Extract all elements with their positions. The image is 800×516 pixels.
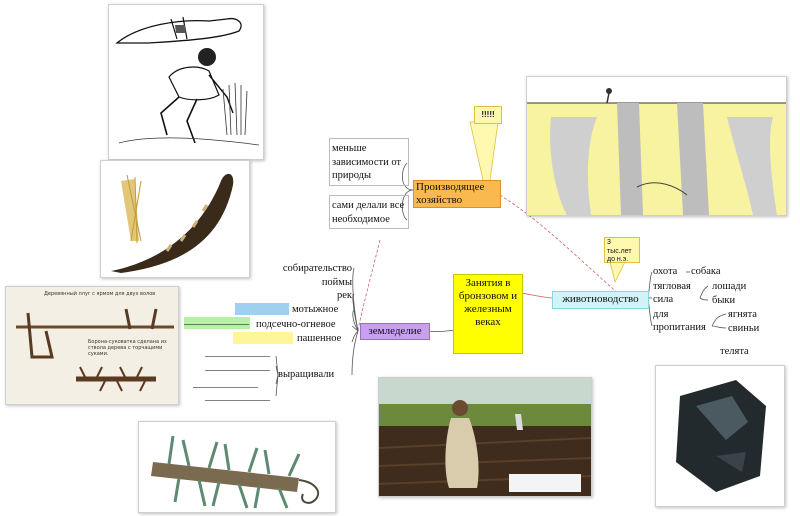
farming-grew: выращивали <box>278 369 335 380</box>
animal-dog: собака <box>691 266 721 277</box>
highlight-yellow <box>233 332 293 344</box>
farming-hoe: мотыжное <box>292 304 339 315</box>
highlight-green <box>184 317 250 329</box>
blank-line-2: _____________ <box>205 361 270 372</box>
animal-pigs: свиньи <box>728 323 760 334</box>
branch-productive-economy[interactable]: Производящее хозяйство <box>413 180 501 208</box>
animal-bulls: быки <box>712 295 736 306</box>
animal-hunting: охота <box>653 266 678 277</box>
farming-gathering: собирательство <box>282 263 352 274</box>
blank-line-4: _____________ <box>205 391 270 402</box>
sower-painting <box>378 377 592 497</box>
farming-plough: пашенное <box>297 333 342 344</box>
harrow-caption: Борона-суковатка сделана из ствола дерев… <box>88 339 167 357</box>
harrow-photo <box>138 421 336 513</box>
note-self-made: сами делали все необходимое <box>329 195 409 229</box>
plough-caption: Деревянный плуг с ярмом для двух волов <box>44 291 156 297</box>
callout-date[interactable]: 3 тыс.лет до н.э. <box>604 237 640 263</box>
farming-blank-slash: _____________ <box>184 315 249 326</box>
branch-animal-husbandry[interactable]: животноводство <box>552 291 649 309</box>
note-less-dependence: меньше зависимости от природы <box>329 138 409 186</box>
reaper-illustration <box>108 4 264 160</box>
central-topic[interactable]: Занятия в бронзовом и железным веках <box>453 274 523 354</box>
blank-line-3: _____________ <box>193 378 258 389</box>
highlight-blue <box>235 303 289 315</box>
farming-floodplains: поймы <box>321 277 352 288</box>
flint-mine-illustration <box>526 76 787 216</box>
animal-calves: телята <box>720 346 749 357</box>
animal-food: для пропитания <box>653 309 706 333</box>
animal-lambs: ягнята <box>728 309 757 320</box>
farming-slash-burn: подсечно-огневое <box>256 319 336 330</box>
blank-line-1: _____________ <box>205 347 270 358</box>
branch-farming[interactable]: земледелие <box>360 323 430 340</box>
sickle-photo <box>100 160 250 278</box>
stone-photo <box>655 365 785 507</box>
animal-horses: лошади <box>712 281 747 292</box>
callout-exclaim[interactable]: !!!!! <box>474 106 502 124</box>
animal-draft-power: тягловая сила <box>653 281 691 305</box>
plough-harrow-image: Деревянный плуг с ярмом для двух волов Б… <box>5 286 179 405</box>
farming-rivers: рек <box>336 290 352 301</box>
